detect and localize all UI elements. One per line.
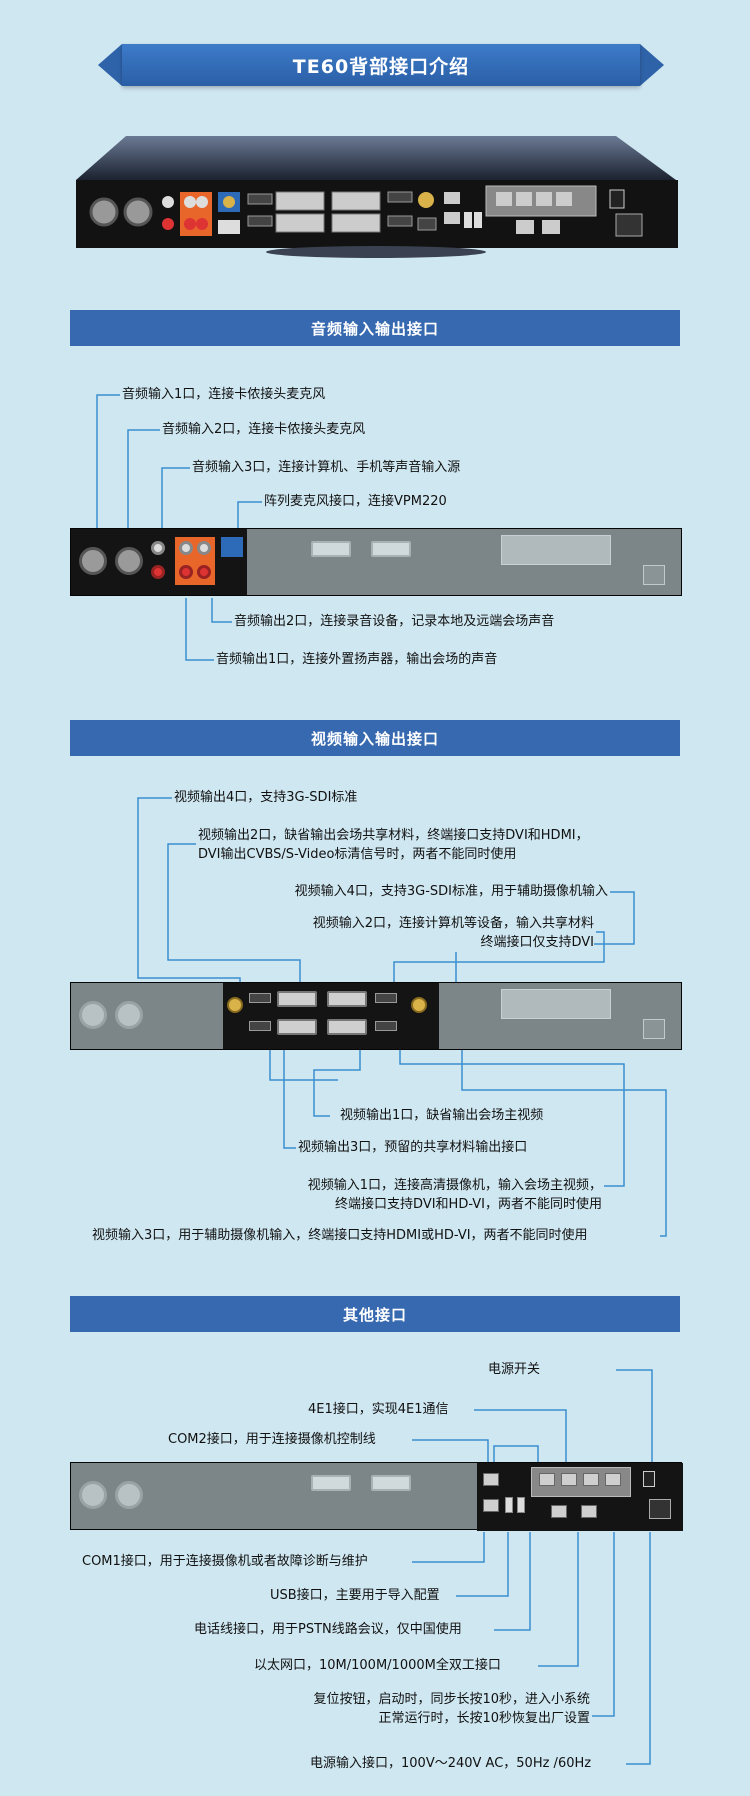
power-input-socket: [649, 1499, 671, 1519]
other-label: COM1接口，用于连接摄像机或者故障诊断与维护: [82, 1552, 368, 1571]
video-in-3-hdmi-port: [375, 1021, 397, 1031]
other-label: 正常运行时，长按10秒恢复出厂设置: [300, 1709, 590, 1728]
audio-out-2-port-red: [179, 565, 193, 579]
other-label: 复位按钮，启动时，同步长按10秒，进入小系统: [300, 1690, 590, 1709]
audio-label: 音频输入1口，连接卡侬接头麦克风: [122, 385, 326, 404]
other-label: COM2接口，用于连接摄像机控制线: [168, 1430, 376, 1449]
other-label: 电源开关: [488, 1360, 541, 1379]
video-label: DVI输出CVBS/S-Video标清信号时，两者不能同时使用: [198, 845, 517, 864]
ethernet-port: [581, 1505, 597, 1518]
video-label: 视频输出1口，缺省输出会场主视频: [340, 1106, 544, 1125]
e1-port: [605, 1473, 621, 1486]
video-in-2-dvi-port: [327, 991, 367, 1007]
ribbon-tail-left: [98, 44, 122, 86]
video-label: 视频输入1口，连接高清摄像机，输入会场主视频，: [250, 1176, 602, 1195]
audio-label: 音频输入2口，连接卡侬接头麦克风: [162, 420, 366, 439]
video-out-2-hdmi-port: [249, 993, 271, 1003]
video-in-1-dvi-port: [327, 1019, 367, 1035]
video-label: 视频输入3口，用于辅助摄像机输入，终端接口支持HDMI或HD-VI，两者不能同时…: [92, 1226, 588, 1245]
device-panel-video: [70, 982, 682, 1050]
device-panel-other: [70, 1462, 683, 1531]
com2-port: [483, 1473, 499, 1486]
device-rear-photo: [76, 128, 678, 258]
video-label: 视频输出3口，预留的共享材料输出接口: [298, 1138, 528, 1157]
video-label: 视频输出2口，缺省输出会场共享材料，终端接口支持DVI和HDMI，: [198, 826, 589, 845]
audio-in-1-port: [79, 547, 107, 575]
device-panel-audio: [70, 528, 682, 596]
other-label: 电源输入接口，100V～240V AC，50Hz /60Hz: [310, 1754, 592, 1773]
video-label: 视频输出4口，支持3G-SDI标准: [174, 788, 358, 807]
video-out-2-dvi-port: [277, 991, 317, 1007]
video-out-3-hdmi-port: [375, 993, 397, 1003]
com1-port: [483, 1499, 499, 1512]
audio-in-2-port: [115, 547, 143, 575]
audio-in-3-port-red: [151, 565, 165, 579]
pstn-port: [551, 1505, 567, 1518]
audio-in-3-port: [151, 541, 165, 555]
power-switch: [643, 1471, 655, 1487]
e1-port: [561, 1473, 577, 1486]
section-header-audio: 音频输入输出接口: [70, 310, 680, 346]
audio-out-1-port-red: [197, 565, 211, 579]
audio-label: 音频输入3口，连接计算机、手机等声音输入源: [192, 458, 461, 477]
e1-port: [583, 1473, 599, 1486]
audio-out-1-port: [197, 541, 211, 555]
audio-label: 音频输出1口，连接外置扬声器，输出会场的声音: [216, 650, 498, 669]
video-label: 视频输入2口，连接计算机等设备，输入共享材料: [260, 914, 594, 933]
usb-port: [517, 1497, 525, 1513]
ribbon-tail-right: [640, 44, 664, 86]
audio-label: 音频输出2口，连接录音设备，记录本地及远端会场声音: [234, 612, 555, 631]
audio-label: 阵列麦克风接口，连接VPM220: [264, 492, 447, 511]
video-label: 终端接口仅支持DVI: [260, 933, 594, 952]
other-label: USB接口，主要用于导入配置: [270, 1586, 440, 1605]
video-label: 视频输入4口，支持3G-SDI标准，用于辅助摄像机输入: [280, 882, 608, 901]
audio-out-2-port: [179, 541, 193, 555]
page-title: TE60背部接口介绍: [122, 44, 640, 86]
other-label: 电话线接口，用于PSTN线路会议，仅中国使用: [194, 1620, 462, 1639]
other-label: 4E1接口，实现4E1通信: [308, 1400, 449, 1419]
other-label: 以太网口，10M/100M/1000M全双工接口: [254, 1656, 501, 1675]
other-port-group: [477, 1463, 683, 1531]
video-in-4-sdi-port: [411, 997, 427, 1013]
video-port-group: [223, 983, 439, 1049]
video-out-4-sdi-port: [227, 997, 243, 1013]
usb-port: [505, 1497, 513, 1513]
video-out-1-hdmi-port: [249, 1021, 271, 1031]
section-header-video: 视频输入输出接口: [70, 720, 680, 756]
section-header-other: 其他接口: [70, 1296, 680, 1332]
array-mic-port: [221, 537, 243, 557]
e1-port: [539, 1473, 555, 1486]
video-out-1-dvi-port: [277, 1019, 317, 1035]
audio-port-group: [71, 529, 247, 595]
video-label: 终端接口支持DVI和HD-VI，两者不能同时使用: [250, 1195, 602, 1214]
